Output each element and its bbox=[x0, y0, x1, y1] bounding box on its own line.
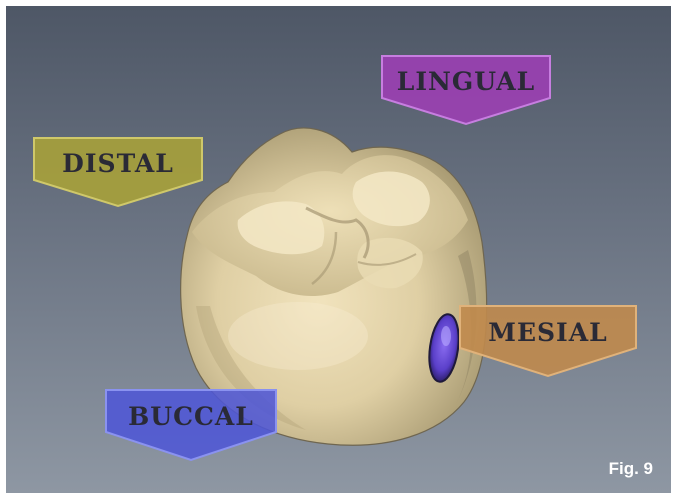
buccal-label-text: BUCCAL bbox=[128, 404, 254, 429]
lingual-label: LINGUAL bbox=[378, 52, 554, 128]
figure-number: Fig. 9 bbox=[609, 459, 653, 479]
distal-label-text: DISTAL bbox=[62, 151, 174, 176]
buccal-label: BUCCAL bbox=[102, 386, 280, 464]
mesial-label: MESIAL bbox=[456, 302, 640, 380]
distal-label: DISTAL bbox=[30, 134, 206, 210]
tooth-scene: LINGUAL DISTAL MESIAL BUCCAL Fig. 9 bbox=[6, 6, 671, 493]
lingual-label-text: LINGUAL bbox=[397, 69, 535, 94]
mesial-label-text: MESIAL bbox=[488, 320, 607, 345]
